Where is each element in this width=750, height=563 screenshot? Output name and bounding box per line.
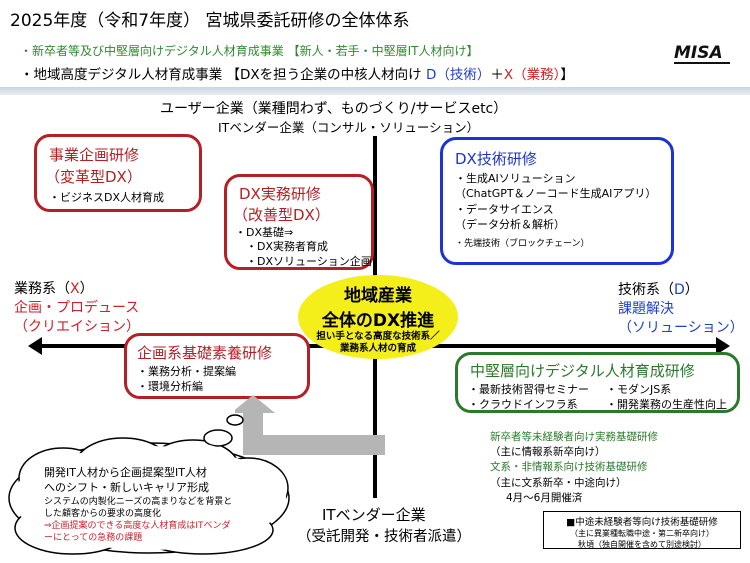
box-dx-practice-item: ・DXソリューション企画 bbox=[235, 254, 372, 268]
box-business-planning-training: 事業企画研修 （変革型DX） ・ビジネスDX人材育成 bbox=[34, 134, 202, 212]
midcareer-training-box: ■中途未経験者等向け技術基礎研修 （主に異業種転職中途・第二新卒向け） 秋頃（独… bbox=[543, 511, 741, 549]
box-midlevel-item: ・クラウドインフラ系 bbox=[468, 397, 578, 411]
axis-arrow-left-icon bbox=[28, 337, 42, 355]
box-planning-basics-training: 企画系基礎素養研修 ・業務分析・提案編 ・環境分析編 bbox=[124, 333, 310, 399]
axis-top-label: ユーザー企業（業種問わず、ものづくり/サービスetc） bbox=[160, 98, 508, 118]
subtitle-newgrad-program: ・新卒者等及び中堅層向けデジタル人材育成事業 【新人・若手・中堅層IT人材向け】 bbox=[20, 44, 479, 58]
subtitle-regional-program: ・地域高度デジタル人材育成事業 【DXを担う企業の中核人材向け D（技術）＋X（… bbox=[20, 63, 574, 83]
page-title: 2025年度（令和7年度） 宮城県委託研修の全体体系 bbox=[10, 11, 410, 31]
box-business-planning-title: 事業企画研修 bbox=[49, 146, 140, 164]
axis-right-line2: 課題解決 bbox=[618, 301, 674, 317]
box-dx-technology-title: DX技術研修 bbox=[455, 150, 537, 168]
box-planning-basics-item: ・業務分析・提案編 bbox=[137, 365, 236, 378]
axis-top-sublabel: ITベンダー企業（コンサル・ソリューション） bbox=[218, 117, 480, 136]
cloud-line-highlight: ⇒企画提案のできる高度な人材育成はITベンダ bbox=[44, 521, 231, 532]
center-line3: 担い手となる高度な技術系／ bbox=[316, 331, 440, 342]
newgrad-line: （主に情報系新卒向け） bbox=[490, 446, 606, 459]
box-dx-technology-item: （ChatGPT＆ノーコード生成AIアプリ） bbox=[455, 187, 657, 201]
box-midlevel-digital-items: ・最新技術習得セミナー ・クラウドインフラ系 ・モダンJS系 ・開発業務の生産性… bbox=[468, 383, 737, 413]
box-dx-technology-items: ・生成AIソリューション （ChatGPT＆ノーコード生成AIアプリ） ・データ… bbox=[455, 171, 671, 233]
box-midlevel-item: ・最新技術習得セミナー bbox=[468, 383, 589, 396]
axis-right-d: D bbox=[674, 282, 685, 298]
subtitle-d-tech: D（技術） bbox=[425, 67, 491, 83]
center-line1: 地域産業 bbox=[344, 286, 412, 306]
axis-left-line3: （クリエイション） bbox=[14, 319, 140, 335]
midcareer-schedule: 秋頃（独自開催を含めて別途検討） bbox=[578, 540, 706, 549]
box-dx-practice-title: DX実務研修 bbox=[239, 185, 321, 203]
box-dx-technology-training: DX技術研修 ・生成AIソリューション （ChatGPT＆ノーコード生成AIアプ… bbox=[440, 137, 674, 265]
thought-cloud-text: 開発IT人材から企画提案型IT人材 へのシフト・新しいキャリア形成 システムの内… bbox=[44, 465, 284, 544]
axis-bottom-label: ITベンダー企業 bbox=[322, 504, 426, 525]
thought-cloud-icon bbox=[8, 414, 290, 555]
center-line4: 業務系人材の育成 bbox=[339, 343, 416, 355]
newgrad-schedule: 4月～6月開催済 bbox=[506, 491, 583, 504]
axis-arrow-right-icon bbox=[716, 337, 730, 355]
axis-bottom-sublabel: （受託開発・技術者派遣） bbox=[297, 525, 471, 546]
newgrad-training-notes: 新卒者等未経験者向け実務基礎研修 （主に情報系新卒向け） 文系・非情報系向け技術… bbox=[490, 430, 658, 506]
midcareer-title: ■中途未経験者等向け技術基礎研修 bbox=[566, 517, 718, 528]
newgrad-line: 新卒者等未経験者向け実務基礎研修 bbox=[490, 431, 658, 443]
box-dx-technology-note: ・先端技術（ブロックチェーン） bbox=[455, 238, 590, 249]
cloud-line: 開発IT人材から企画提案型IT人材 bbox=[44, 466, 207, 479]
box-dx-technology-item: （データ分析＆解析） bbox=[455, 218, 565, 232]
box-midlevel-digital-training: 中堅層向けデジタル人材育成研修 ・最新技術習得セミナー ・クラウドインフラ系 ・… bbox=[455, 352, 740, 413]
box-planning-basics-items: ・業務分析・提案編 ・環境分析編 bbox=[137, 365, 307, 395]
axis-right-line3: （ソリューション） bbox=[618, 320, 744, 336]
cloud-line-highlight: ーにとっての急務の課題 bbox=[44, 533, 143, 544]
misa-logo: MISA bbox=[674, 43, 730, 64]
box-midlevel-digital-title: 中堅層向けデジタル人材育成研修 bbox=[470, 362, 695, 380]
shift-arrow-icon bbox=[235, 395, 385, 455]
box-business-planning-item: ・ビジネスDX人材育成 bbox=[49, 191, 165, 204]
box-dx-practice-subtitle: （改善型DX） bbox=[233, 206, 330, 224]
newgrad-line: 文系・非情報系向け技術基礎研修 bbox=[490, 461, 648, 474]
newgrad-line: （主に文系新卒・中途向け） bbox=[490, 476, 627, 489]
axis-left-line2: 企画・プロデュース bbox=[14, 300, 140, 316]
axis-left-label: 業務系（X） bbox=[14, 278, 94, 298]
misa-logo-text: MISA bbox=[674, 43, 723, 63]
cloud-line: システムの内製化ニーズの高まりなどを背景と bbox=[44, 496, 233, 507]
midcareer-target: （主に異業種転職中途・第二新卒向け） bbox=[570, 529, 714, 538]
box-midlevel-item: ・モダンJS系 bbox=[606, 383, 672, 396]
box-dx-technology-item: ・データサイエンス bbox=[455, 202, 554, 216]
subtitle-bracket-close: 】 bbox=[560, 67, 574, 83]
box-business-planning-subtitle: （変革型DX） bbox=[45, 168, 142, 186]
cloud-line: した顧客からの要求の高度化 bbox=[44, 508, 162, 519]
axis-right-label-b: ） bbox=[684, 282, 699, 298]
box-dx-practice-item: ・DX実務者育成 bbox=[235, 240, 329, 254]
box-midlevel-left-items: ・最新技術習得セミナー ・クラウドインフラ系 bbox=[468, 383, 606, 413]
subtitle-x-business: X（業務） bbox=[503, 67, 561, 83]
axis-left-label-b: ） bbox=[79, 281, 94, 297]
center-line2: 全体のDX推進 bbox=[321, 311, 435, 331]
center-dx-promotion: 地域産業 全体のDX推進 担い手となる高度な技術系／ 業務系人材の育成 bbox=[298, 275, 458, 359]
box-dx-practice-item: ・DX基礎⇒ bbox=[235, 226, 294, 239]
box-midlevel-right-items: ・モダンJS系 ・開発業務の生産性向上 bbox=[606, 383, 727, 413]
box-dx-technology-item: ・生成AIソリューション bbox=[455, 172, 576, 185]
subtitle-plus: ＋ bbox=[490, 67, 504, 83]
axis-left-label-a: 業務系（ bbox=[14, 281, 70, 297]
box-dx-practice-items: ・DX基礎⇒ ・DX実務者育成 ・DXソリューション企画 bbox=[235, 226, 372, 269]
subtitle-regional-text: ・地域高度デジタル人材育成事業 【DXを担う企業の中核人材向け bbox=[20, 67, 422, 83]
box-dx-practice-training: DX実務研修 （改善型DX） ・DX基礎⇒ ・DX実務者育成 ・DXソリューショ… bbox=[224, 174, 374, 270]
cloud-line: へのシフト・新しいキャリア形成 bbox=[44, 481, 209, 495]
header-divider bbox=[0, 87, 750, 95]
box-planning-basics-item: ・環境分析編 bbox=[137, 379, 203, 393]
axis-right-label-a: 技術系（ bbox=[618, 282, 674, 298]
box-planning-basics-title: 企画系基礎素養研修 bbox=[137, 344, 273, 362]
box-midlevel-item: ・開発業務の生産性向上 bbox=[606, 397, 727, 411]
axis-right-label: 技術系（D） bbox=[618, 279, 699, 299]
axis-left-x: X bbox=[70, 281, 80, 297]
